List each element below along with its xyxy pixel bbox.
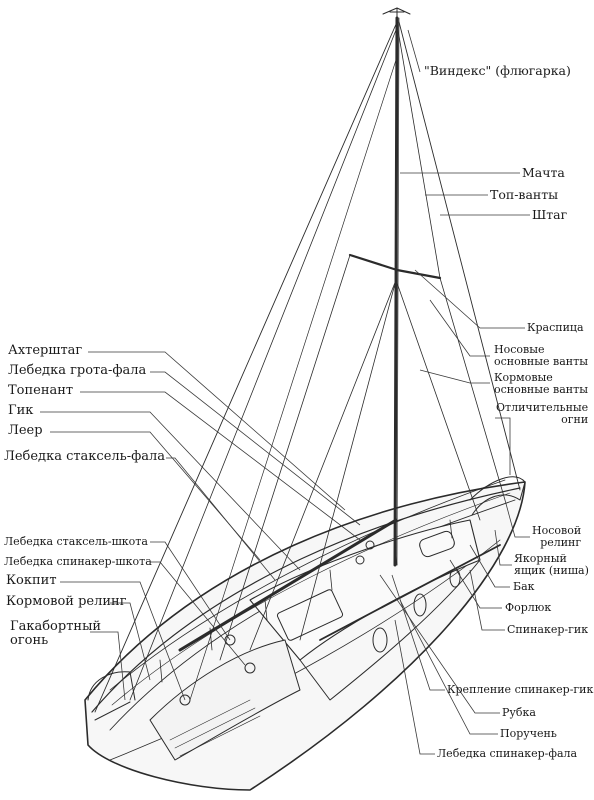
label-top-shrouds: Топ-ванты (490, 187, 559, 202)
leader-spreader (414, 269, 525, 329)
winch (355, 555, 365, 565)
label-jib-sheet-winch: Лебедка стаксель-шкота (4, 535, 148, 548)
label-jib-halyard-winch: Лебедка стаксель-фала (4, 449, 166, 464)
lower-shroud-c (395, 279, 481, 521)
lower-shroud-a (249, 279, 397, 651)
lower-shroud-b (299, 279, 397, 641)
porthole (413, 593, 427, 617)
winch (224, 634, 236, 646)
leader-spin-pole-mount (391, 574, 445, 691)
leader-bow-pulpit (504, 499, 530, 538)
label-windex: "Виндекс" (флюгарка) (424, 63, 571, 78)
leader-spin-pole (469, 569, 505, 631)
top-shroud-right-low (439, 277, 506, 501)
leader-spin-halyard (394, 619, 435, 755)
leader-stern-pulpit (110, 602, 151, 681)
label-backstay: Ахтерштаг (8, 343, 83, 358)
stanchions (159, 519, 453, 683)
label-bow-pulpit: Носовой релинг (532, 524, 582, 549)
leader-windex (407, 29, 421, 73)
label-nav-lights: Отличительные огни (496, 401, 589, 426)
top-shroud-left (129, 29, 397, 701)
label-spinnaker-sheet-winch: Лебедка спинакер-шкота (4, 555, 152, 568)
label-cockpit: Кокпит (6, 573, 57, 588)
label-stern-light: Гакабортный огонь (10, 619, 102, 648)
leader-forehatch (449, 559, 502, 609)
label-spinnaker-pole-mount: Крепление спинакер-гика (447, 683, 594, 696)
label-cabin: Рубка (502, 706, 536, 719)
spreaders (348, 253, 442, 280)
forestay-line (398, 21, 521, 491)
lifeline-lower (111, 492, 511, 706)
leader-fwd-shrouds (429, 299, 490, 357)
leader-boom (40, 411, 301, 571)
label-lifeline: Леер (8, 423, 43, 438)
winch (244, 662, 256, 674)
cockpit-grate (169, 699, 261, 757)
label-aft-lower-shrouds: Кормовые основные ванты (494, 371, 588, 396)
windex (382, 7, 411, 23)
companionway (276, 589, 344, 641)
mast (393, 16, 399, 567)
top-shroud-right (397, 29, 441, 279)
leader-anchor (494, 529, 512, 566)
leader-cockpit (60, 581, 186, 701)
label-boom: Гик (8, 403, 34, 418)
leader-stern-light (90, 631, 126, 701)
leader-jib-halyard (166, 457, 276, 581)
leader-foredeck (469, 544, 510, 588)
cabin-side (299, 559, 481, 701)
leader-backstay (88, 351, 346, 511)
porthole (372, 627, 388, 653)
spinnaker-pole-deck (319, 544, 501, 641)
sheer-line (91, 487, 521, 713)
leader-cabin (379, 574, 500, 714)
bow-pulpit (469, 476, 526, 516)
label-spinnaker-pole: Спинакер-гик (507, 623, 589, 636)
label-mast: Мачта (522, 165, 565, 180)
leader-topping-lift (80, 391, 361, 541)
label-foredeck: Бак (513, 580, 535, 593)
leader-handrail (399, 599, 498, 735)
leader-spin-sheet (150, 561, 246, 666)
mast-inner (396, 17, 400, 566)
label-stern-pulpit: Кормовой релинг (6, 594, 127, 609)
label-topping-lift: Топенант (8, 383, 74, 398)
stern-pulpit (87, 671, 136, 721)
leader-nav-lights (495, 417, 511, 475)
winch (179, 694, 191, 706)
forehatch (419, 530, 455, 558)
label-spreader: Краспица (527, 321, 584, 334)
leader-main-halyard (150, 371, 361, 526)
label-spinnaker-halyard-winch: Лебедка спинакер-фала (437, 747, 578, 760)
lifeline (109, 479, 506, 691)
label-handrail: Поручень (500, 727, 557, 740)
label-forestay: Штаг (532, 207, 568, 222)
label-main-halyard-winch: Лебедка грота-фала (8, 363, 147, 378)
label-forehatch: Форлюк (505, 601, 552, 614)
leader-jib-sheet (150, 541, 231, 641)
winch (365, 540, 375, 550)
leader-aft-shrouds (419, 369, 490, 384)
cockpit-well (149, 639, 301, 761)
topping-lift-line (189, 59, 397, 701)
label-fwd-lower-shrouds: Носовые основные ванты (494, 343, 588, 368)
boom (178, 518, 398, 652)
label-anchor-locker: Якорный ящик (ниша) (514, 552, 589, 577)
